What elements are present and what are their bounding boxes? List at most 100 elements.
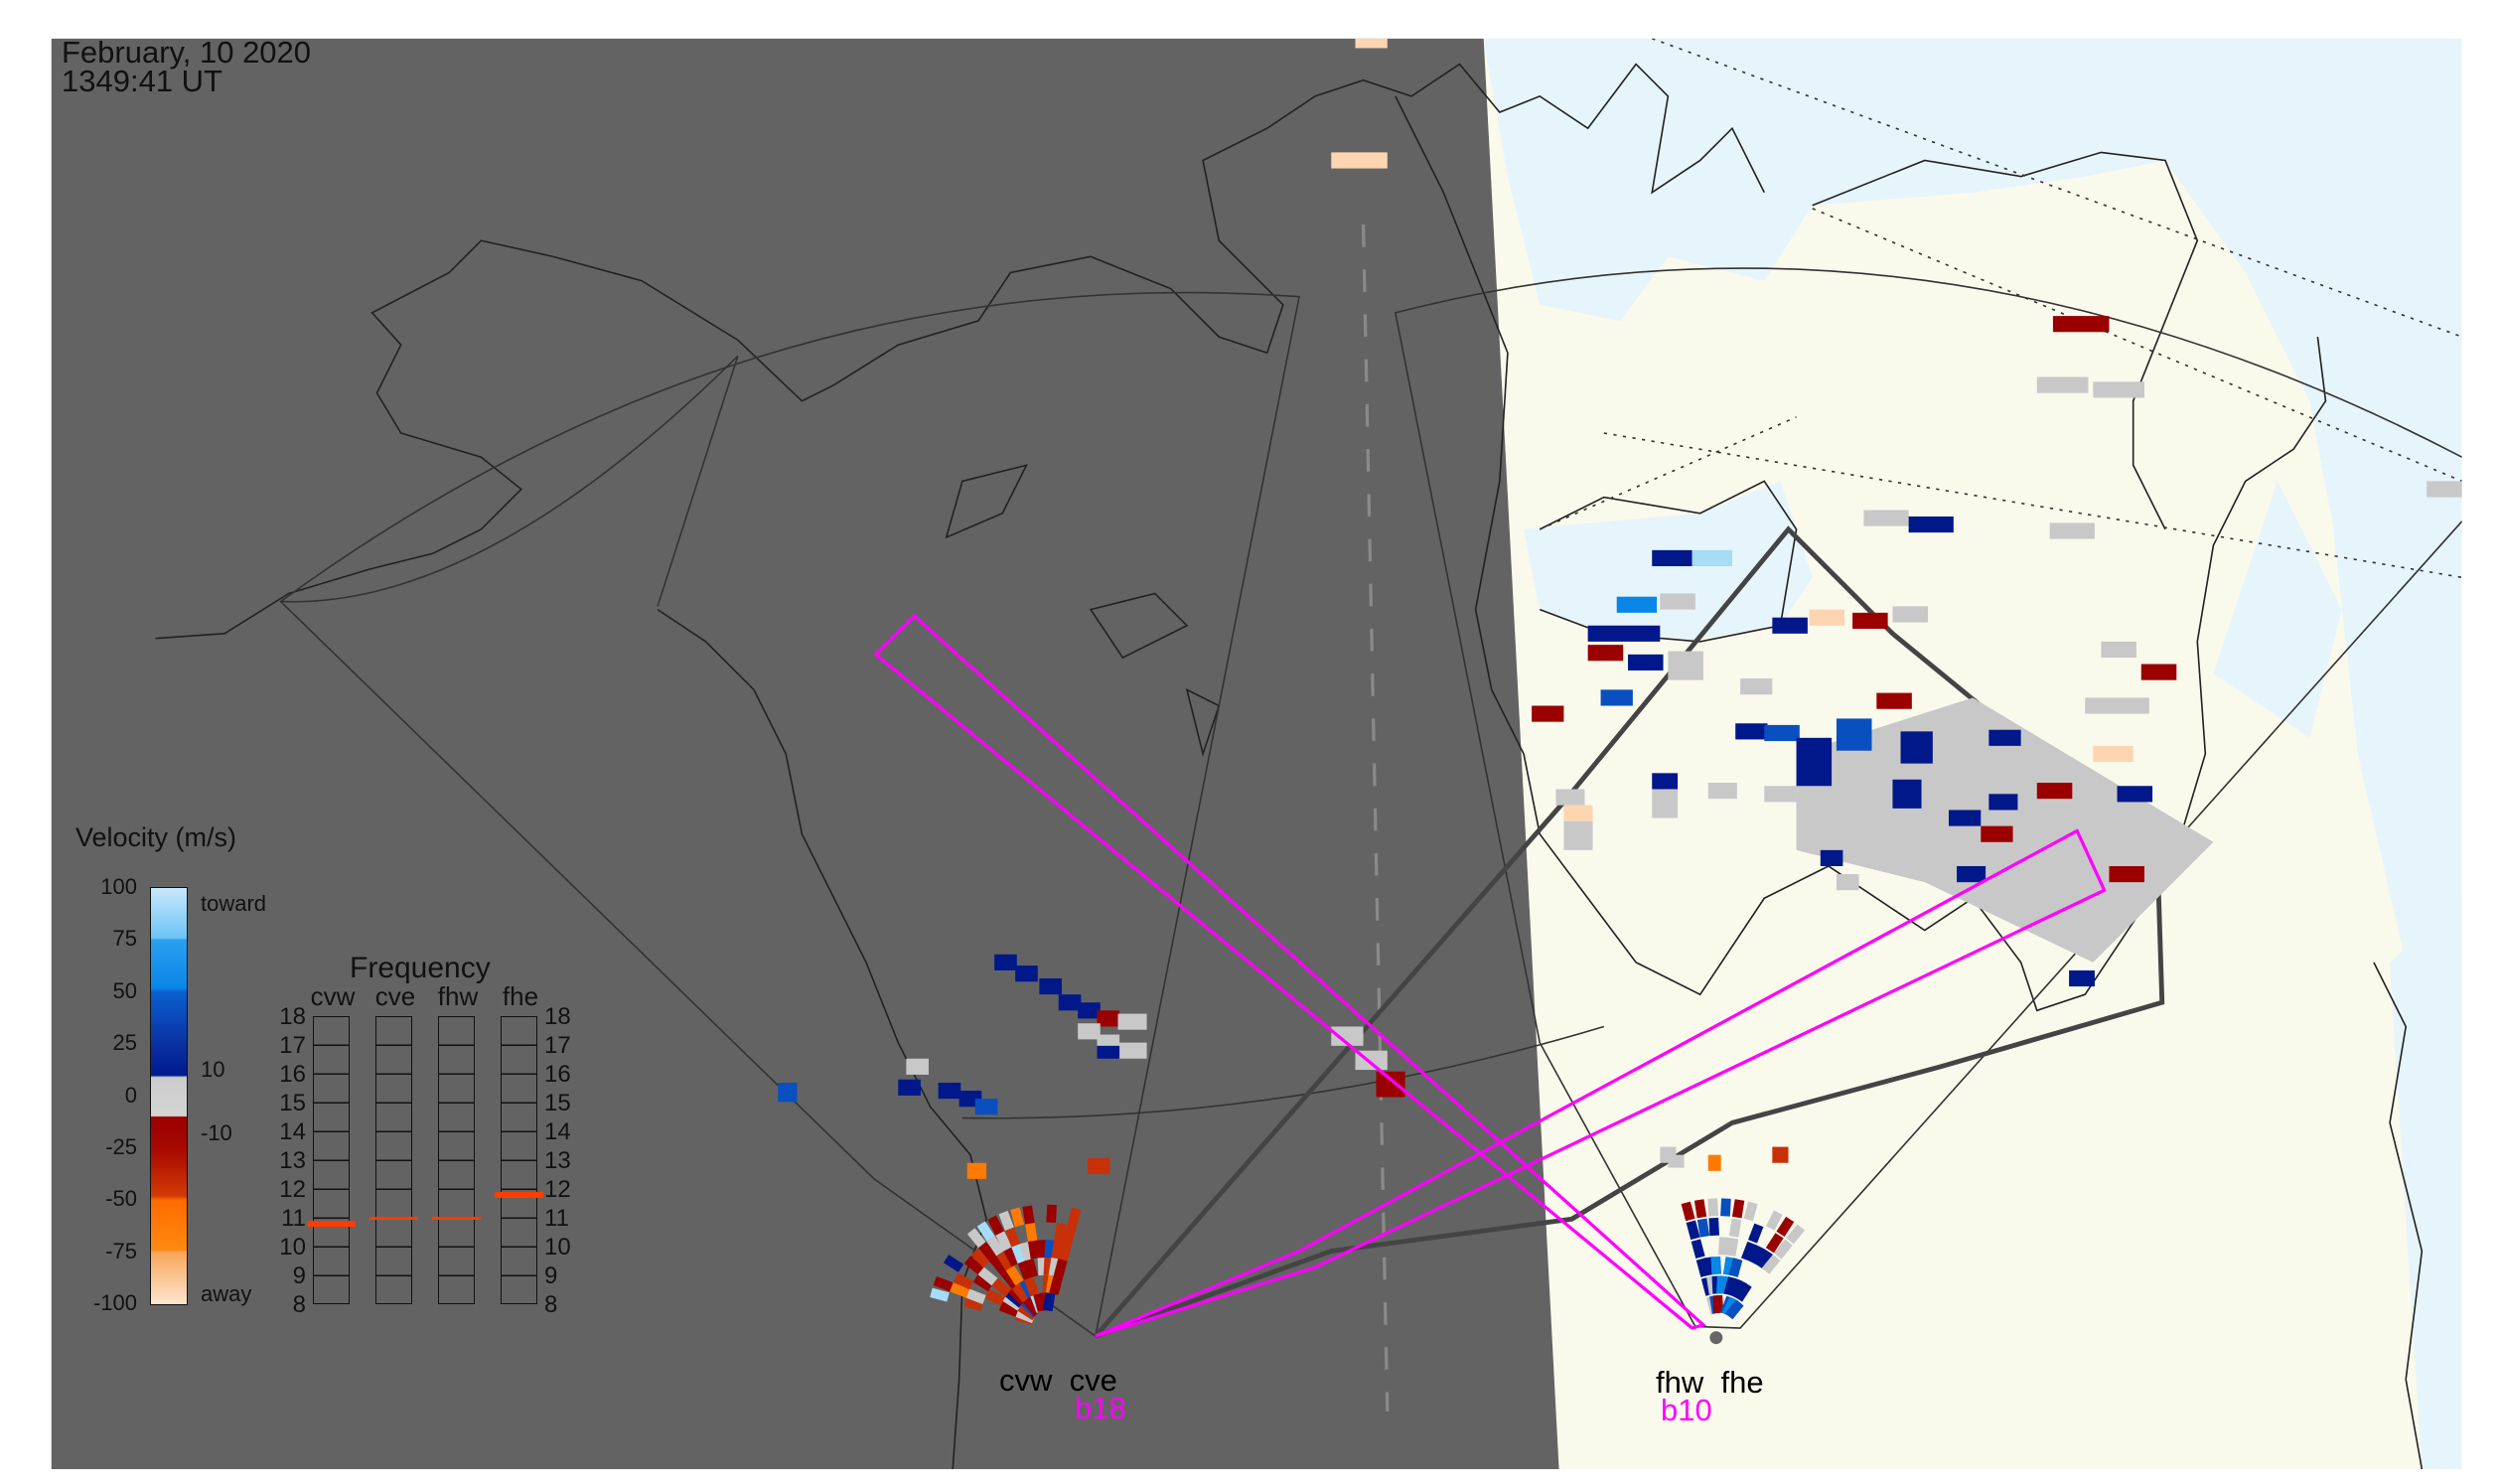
velocity-cell xyxy=(1764,724,1800,742)
frequency-scale-label: 14 xyxy=(279,1118,306,1145)
velocity-cell xyxy=(1600,689,1633,706)
velocity-cell xyxy=(1355,38,1388,49)
radar-range-cell xyxy=(1712,1294,1724,1314)
radar-range-cell xyxy=(1691,1239,1705,1260)
velocity-cell xyxy=(1908,516,1954,533)
radar-range-cell xyxy=(933,1275,954,1292)
velocity-cell xyxy=(1563,820,1593,850)
velocity-cell xyxy=(2052,316,2110,333)
radar-range-cell xyxy=(1765,1233,1784,1254)
radar-range-cell xyxy=(943,1255,964,1272)
velocity-cell xyxy=(1587,625,1661,642)
beam-b10 xyxy=(873,613,1707,1330)
radar-range-cell xyxy=(1058,1241,1073,1261)
radar-range-cell xyxy=(1054,1222,1067,1243)
colorbar-tick-label: 50 xyxy=(112,977,137,1003)
velocity-cell xyxy=(1117,1013,1147,1030)
radar-range-cell xyxy=(977,1266,998,1286)
radar-range-cell xyxy=(1046,1204,1057,1223)
radar-label-cvw-cve: cvw cve xyxy=(999,1363,1117,1398)
radar-range-cell xyxy=(1004,1227,1021,1248)
radar-range-cell xyxy=(1718,1237,1729,1256)
velocity-cell xyxy=(2140,664,2177,680)
velocity-legend-title: Velocity (m/s) xyxy=(75,822,237,852)
frequency-panel-fhw xyxy=(438,1016,475,1304)
toward-label: toward xyxy=(201,891,267,916)
frequency-panel-cve xyxy=(375,1016,412,1304)
radar-range-cell xyxy=(950,1282,970,1298)
velocity-cell xyxy=(1981,825,2013,842)
velocity-cell xyxy=(938,1082,961,1100)
radar-range-cell xyxy=(1049,1275,1064,1295)
velocity-cell xyxy=(1836,718,1872,751)
frequency-scale-label: 9 xyxy=(292,1262,306,1289)
velocity-cell xyxy=(1809,609,1845,626)
radar-range-cell xyxy=(1725,1237,1739,1257)
colorbar-tick-label: 0 xyxy=(124,1082,137,1108)
velocity-cell xyxy=(1097,1045,1120,1059)
radar-range-cell xyxy=(996,1251,1014,1271)
velocity-cell xyxy=(1948,810,1982,826)
radar-range-cell xyxy=(976,1221,995,1242)
frequency-scale-label: 17 xyxy=(544,1032,571,1059)
frequency-marker xyxy=(369,1216,418,1220)
velocity-cell xyxy=(2093,381,2144,398)
radar-range-cell xyxy=(1024,1259,1038,1278)
velocity-cell xyxy=(1892,606,1928,623)
velocity-cell xyxy=(2117,786,2153,803)
radar-range-cell xyxy=(1707,1198,1718,1217)
velocity-cell xyxy=(1820,849,1843,866)
velocity-cell xyxy=(1616,596,1658,613)
radar-range-cell xyxy=(1681,1201,1695,1222)
radar-range-cell xyxy=(978,1242,997,1262)
velocity-cell xyxy=(1532,705,1564,722)
velocity-cell xyxy=(1331,1026,1364,1046)
frequency-scale-label: 12 xyxy=(544,1176,571,1203)
velocity-cell xyxy=(1668,651,1703,680)
colorbar-tick-label: -50 xyxy=(105,1186,137,1212)
radar-range-cell xyxy=(972,1273,993,1292)
velocity-cell xyxy=(1331,152,1388,169)
frequency-column-label: cve xyxy=(374,981,416,1011)
velocity-cell xyxy=(1740,678,1773,695)
ocean-area xyxy=(1483,38,2462,1155)
velocity-cell xyxy=(1563,805,1593,821)
radar-range-cell xyxy=(1761,1254,1781,1274)
colorbar-tick-label: -25 xyxy=(105,1134,137,1159)
radar-range-cell xyxy=(1765,1210,1783,1231)
frequency-scale-label: 9 xyxy=(544,1262,558,1289)
radar-range-cell xyxy=(1053,1259,1068,1278)
radar-range-cell xyxy=(1720,1198,1731,1217)
velocity-cell xyxy=(1692,549,1732,567)
fov-outlines-thin xyxy=(279,267,2462,1338)
frequency-scale-label: 12 xyxy=(279,1176,306,1203)
radar-range-cell xyxy=(1740,1241,1757,1261)
radar-range-cell xyxy=(1748,1245,1765,1265)
frequency-title: Frequency xyxy=(350,952,491,984)
velocity-cell xyxy=(1555,789,1585,806)
radar-range-cell xyxy=(1011,1244,1027,1264)
radar-range-cell xyxy=(1733,1281,1752,1302)
colorbar-tick-label: -100 xyxy=(92,1290,137,1316)
velocity-cell xyxy=(1587,645,1624,662)
colorbar-tick-label: 75 xyxy=(112,926,137,952)
velocity-cell xyxy=(2109,865,2144,883)
radar-range-cell xyxy=(1786,1224,1806,1245)
radar-range-cell xyxy=(1062,1224,1077,1245)
date-label: February, 10 2020 xyxy=(62,35,312,70)
velocity-cell xyxy=(1078,1002,1101,1019)
inner-tick-minus10: -10 xyxy=(201,1120,232,1145)
velocity-cell xyxy=(1660,593,1695,610)
radar-range-cell xyxy=(1747,1223,1764,1244)
velocity-cell xyxy=(2085,697,2149,714)
velocity-cell xyxy=(2093,745,2134,763)
radar-range-cell xyxy=(987,1215,1004,1236)
night-region xyxy=(51,38,1559,1470)
frequency-panel-cvw xyxy=(313,1016,350,1304)
velocity-cell xyxy=(2049,522,2095,539)
velocity-cell xyxy=(1707,1154,1721,1171)
velocity-cell xyxy=(1892,779,1922,809)
radar-range-cell xyxy=(1023,1276,1040,1297)
radar-range-cell xyxy=(1036,1240,1048,1259)
velocity-cell xyxy=(974,1099,998,1115)
